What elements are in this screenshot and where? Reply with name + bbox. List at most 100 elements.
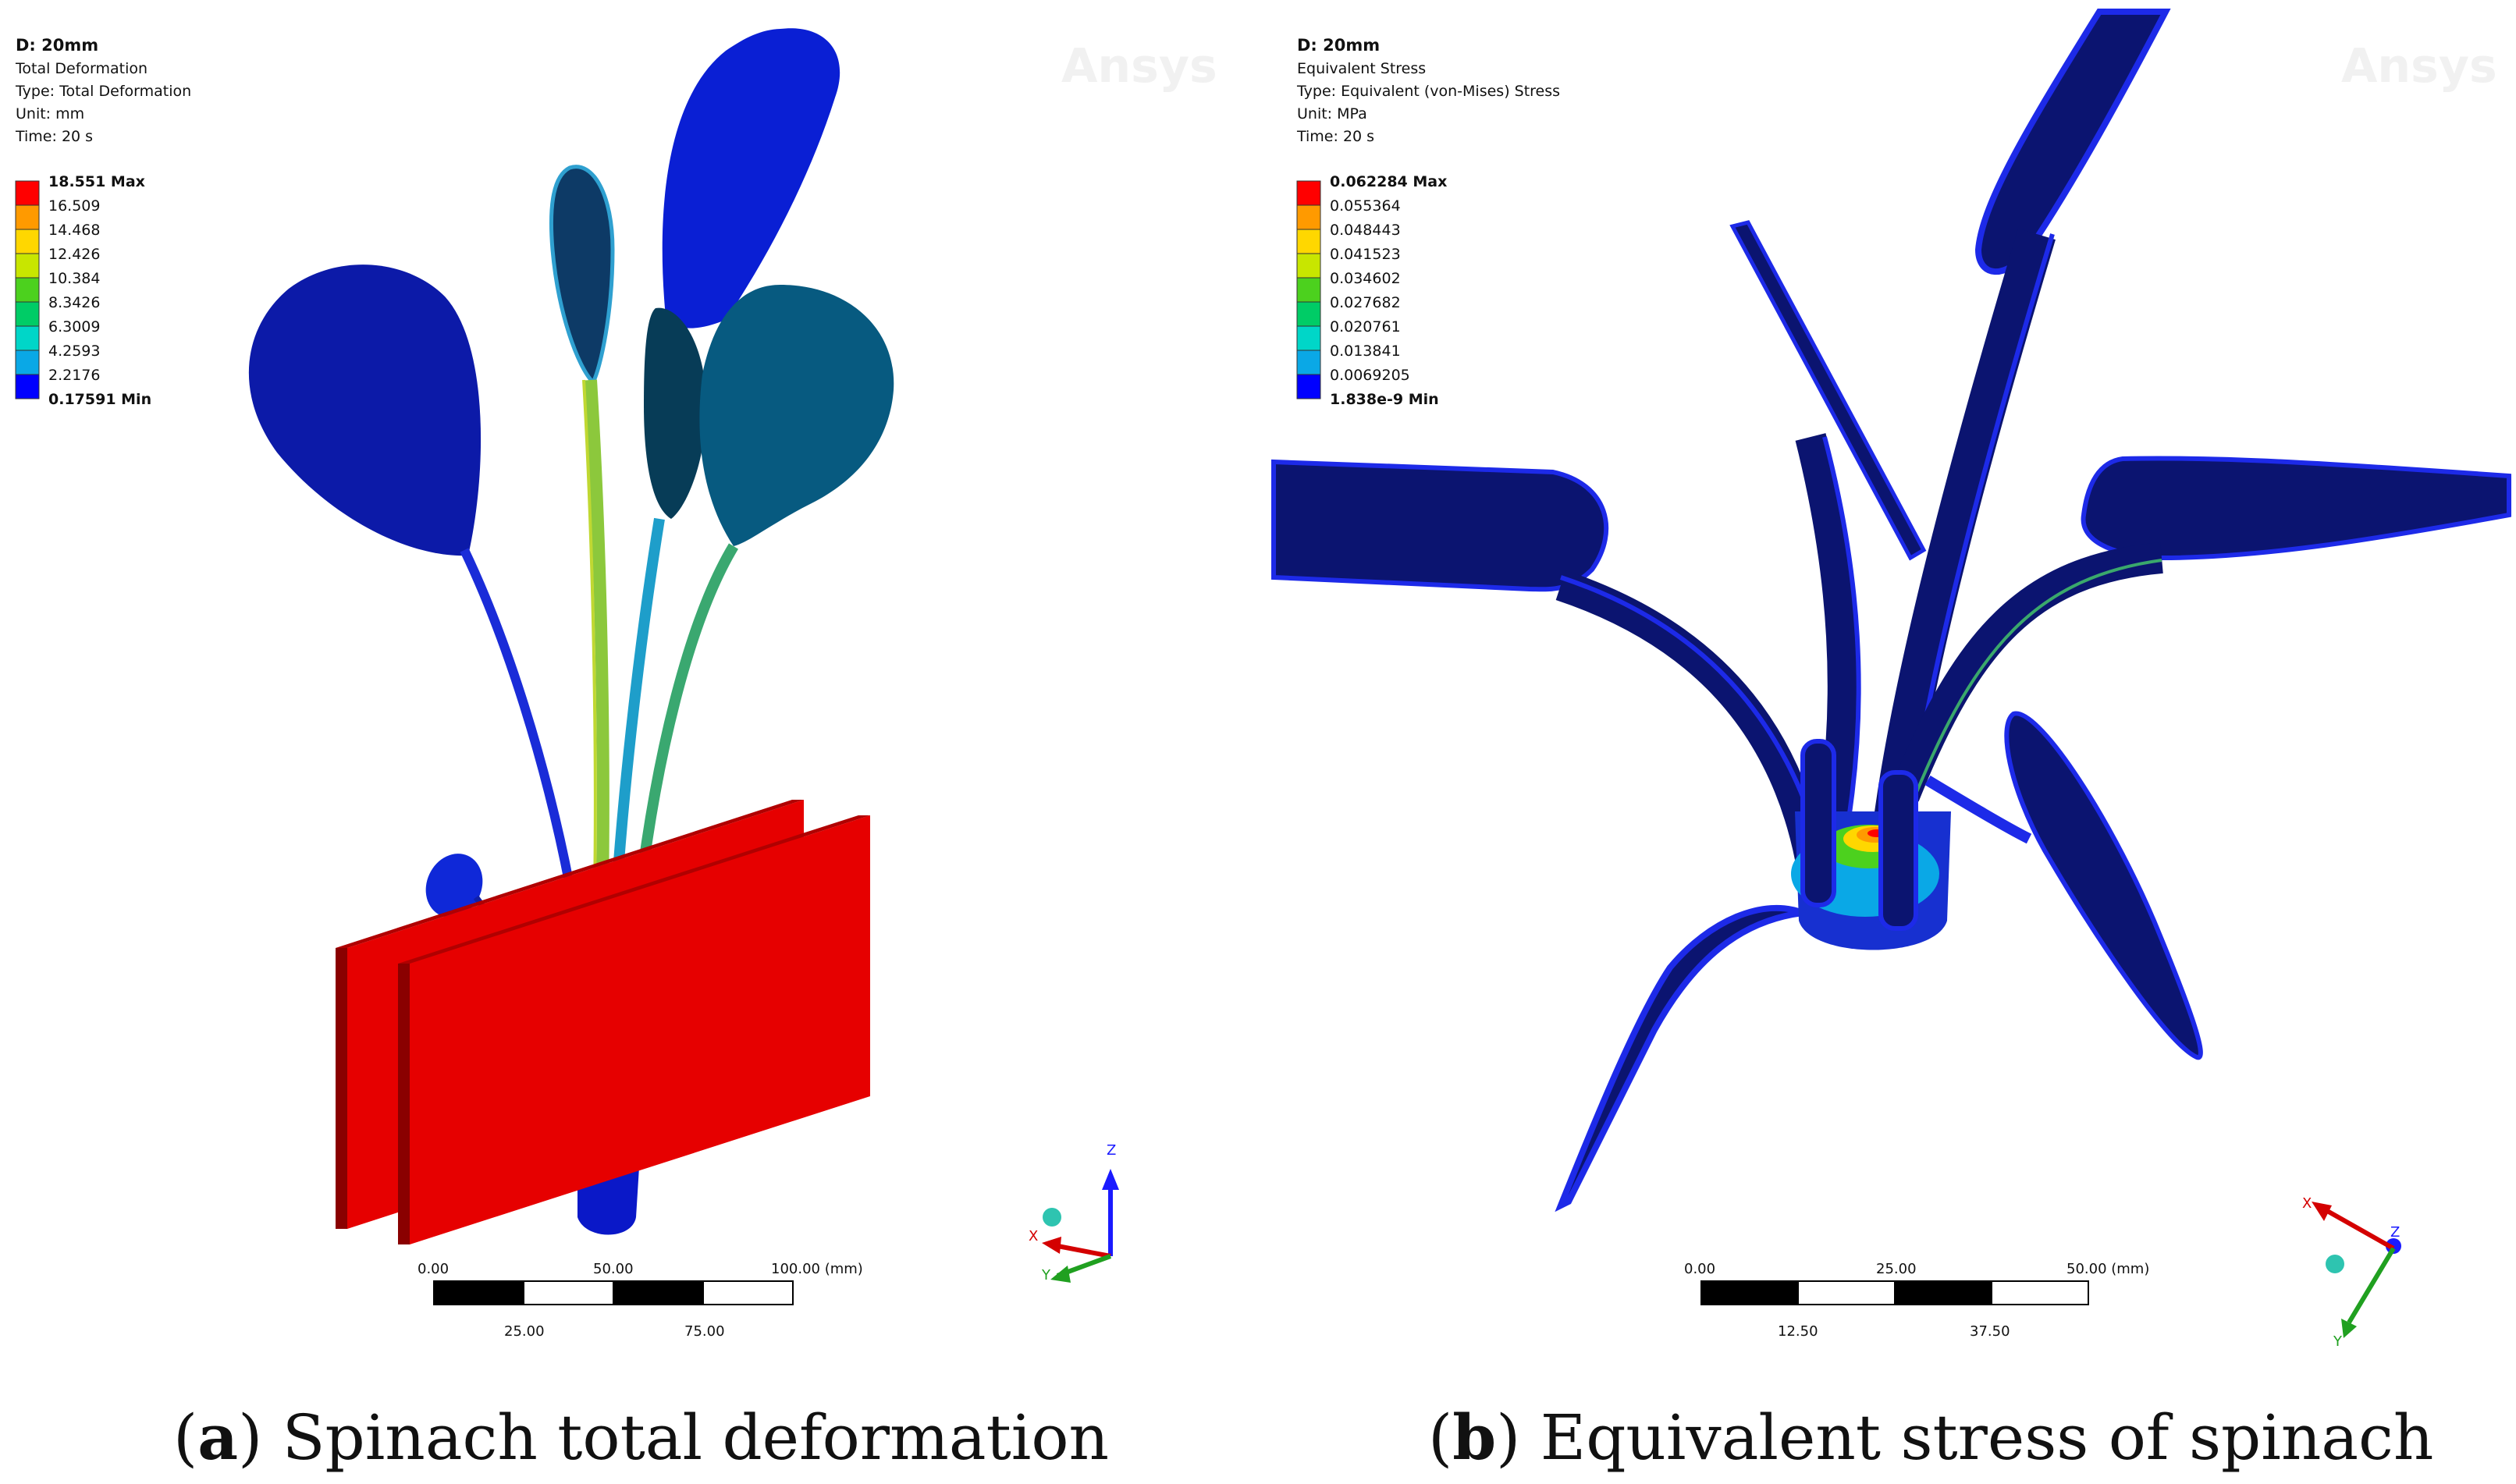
scale-bar-b: 0.00 25.00 50.00 (mm) 12.50 37.50 bbox=[1684, 1261, 2149, 1340]
triad-x-arrow bbox=[1042, 1237, 1061, 1254]
header-title: D: 20mm bbox=[1297, 36, 1380, 55]
legend-swatch bbox=[15, 374, 40, 399]
scale-bar-a: 0.00 50.00 100.00 (mm) 25.00 75.00 bbox=[418, 1261, 863, 1340]
legend-swatch bbox=[1296, 277, 1321, 303]
stem-left bbox=[460, 548, 574, 887]
stem-teal-1 bbox=[611, 517, 665, 894]
scale-seg-2 bbox=[1797, 1280, 1896, 1305]
scale-top-label-2: 50.00 (mm) bbox=[2066, 1261, 2149, 1277]
stem-lower-right-b bbox=[1924, 775, 2032, 844]
stem-inner-b bbox=[1795, 433, 1859, 861]
legend-level-label: 0.0069205 bbox=[1330, 367, 1410, 384]
scale-seg-3 bbox=[1894, 1280, 1992, 1305]
scale-bottom-label-0: 12.50 bbox=[1778, 1323, 1818, 1340]
leaf-top bbox=[662, 28, 840, 328]
legend-level-label: 0.041523 bbox=[1330, 246, 1401, 263]
triad-z-label: Z bbox=[2390, 1224, 2400, 1241]
clamp-plate-front bbox=[410, 815, 870, 1244]
caption-letter-a: a bbox=[197, 1401, 238, 1474]
legend-level-label: 0.034602 bbox=[1330, 270, 1401, 287]
axis-triad-a: Z X Y bbox=[1029, 1142, 1119, 1283]
header-time: Time: 20 s bbox=[1296, 128, 1374, 145]
legend-swatch bbox=[15, 180, 40, 206]
triad-x-label: X bbox=[2302, 1195, 2312, 1212]
leaf-dark-teal bbox=[644, 307, 706, 519]
legend-swatch bbox=[1296, 253, 1321, 279]
triad-origin-ball bbox=[1043, 1208, 1061, 1227]
clamp-plate-back-side bbox=[336, 948, 347, 1229]
header-result: Total Deformation bbox=[15, 60, 147, 77]
legend-level-label: 4.2593 bbox=[48, 343, 100, 360]
thin-leaf-diagonal bbox=[1729, 220, 1927, 561]
stem-left-b bbox=[1555, 570, 1826, 861]
base-stem-right bbox=[1878, 770, 1918, 931]
leaf-lower-right-b bbox=[2004, 711, 2203, 1060]
scale-seg-3 bbox=[613, 1280, 704, 1305]
caption-text-b: Equivalent stress of spinach bbox=[1541, 1401, 2434, 1474]
triad-y-axis bbox=[2347, 1247, 2396, 1324]
legend-swatch bbox=[15, 253, 40, 279]
legend-swatch bbox=[15, 301, 40, 327]
header-title: D: 20mm bbox=[16, 36, 98, 55]
leaf-teal bbox=[699, 285, 894, 546]
watermark-a: Ansys bbox=[1061, 39, 1217, 94]
scale-top-label-0: 0.00 bbox=[418, 1261, 449, 1277]
small-bud bbox=[425, 854, 483, 918]
legend-max-label: 0.062284 Max bbox=[1330, 173, 1447, 190]
leaf-left-b bbox=[1271, 459, 1609, 592]
scale-seg-1 bbox=[433, 1280, 524, 1305]
stem-right-b bbox=[1889, 542, 2163, 802]
scale-bottom-label-0: 25.00 bbox=[504, 1323, 545, 1340]
leaf-top-b bbox=[1974, 9, 2171, 275]
legend-level-label: 12.426 bbox=[48, 246, 100, 263]
legend-level-label: 0.013841 bbox=[1330, 343, 1401, 360]
header-unit: Unit: mm bbox=[16, 105, 84, 122]
leaf-left bbox=[248, 264, 482, 556]
legend-level-label: 0.020761 bbox=[1330, 318, 1401, 335]
scale-top-label-0: 0.00 bbox=[1684, 1261, 1715, 1277]
triad-x-arrow bbox=[2312, 1202, 2332, 1221]
triad-z-arrow bbox=[1102, 1169, 1119, 1190]
legend-swatch bbox=[1296, 301, 1321, 327]
clamp-plate-front-side bbox=[398, 964, 410, 1244]
header-type: Type: Equivalent (von-Mises) Stress bbox=[1296, 83, 1560, 100]
triad-z-label: Z bbox=[1107, 1142, 1116, 1159]
header-time: Time: 20 s bbox=[15, 128, 93, 145]
panel-a: Ansys D: 20mm Total Deformation Type: To… bbox=[15, 28, 1217, 1474]
legend-level-label: 6.3009 bbox=[48, 318, 100, 335]
triad-x-label: X bbox=[1029, 1228, 1038, 1244]
legend-swatch bbox=[1296, 229, 1321, 254]
stem-green bbox=[634, 543, 739, 894]
caption-text-a: Spinach total deformation bbox=[283, 1401, 1109, 1474]
caption-b: (b) Equivalent stress of spinach bbox=[1428, 1401, 2433, 1474]
leaf-right-b bbox=[2081, 456, 2511, 561]
spinach-model-stress bbox=[1271, 9, 2511, 1212]
legend-max-label: 18.551 Max bbox=[48, 173, 145, 190]
legend-level-label: 16.509 bbox=[48, 197, 100, 215]
clamp-plate-back-top bbox=[336, 800, 804, 948]
base-stem-left bbox=[1800, 739, 1836, 907]
scale-seg-4 bbox=[702, 1280, 794, 1305]
triad-x-axis bbox=[2320, 1205, 2395, 1251]
leaf-lower-left-b bbox=[1555, 904, 1804, 1212]
legend-level-label: 0.027682 bbox=[1330, 294, 1401, 311]
legend-level-label: 14.468 bbox=[48, 222, 100, 239]
triad-y-arrow bbox=[2341, 1319, 2357, 1338]
triad-y-label: Y bbox=[2333, 1333, 2343, 1350]
stem-yellow bbox=[585, 379, 609, 894]
watermark-b: Ansys bbox=[2341, 39, 2497, 94]
stem-yellow-edge bbox=[582, 379, 597, 894]
color-legend-a: 18.551 Max16.50914.46812.42610.3848.3426… bbox=[15, 173, 151, 408]
leaf-narrow bbox=[549, 165, 615, 386]
panel-b: Ansys D: 20mm Equivalent Stress Type: Eq… bbox=[1271, 9, 2511, 1474]
header-unit: Unit: MPa bbox=[1297, 105, 1367, 122]
color-legend-b: 0.062284 Max0.0553640.0484430.0415230.03… bbox=[1296, 173, 1447, 408]
caption-letter-b: b bbox=[1452, 1401, 1496, 1474]
legend-swatch bbox=[1296, 350, 1321, 375]
header-result: Equivalent Stress bbox=[1297, 60, 1426, 77]
legend-level-label: 10.384 bbox=[48, 270, 100, 287]
legend-min-label: 0.17591 Min bbox=[48, 391, 151, 408]
header-type: Type: Total Deformation bbox=[15, 83, 191, 100]
scale-top-label-1: 50.00 bbox=[593, 1261, 634, 1277]
